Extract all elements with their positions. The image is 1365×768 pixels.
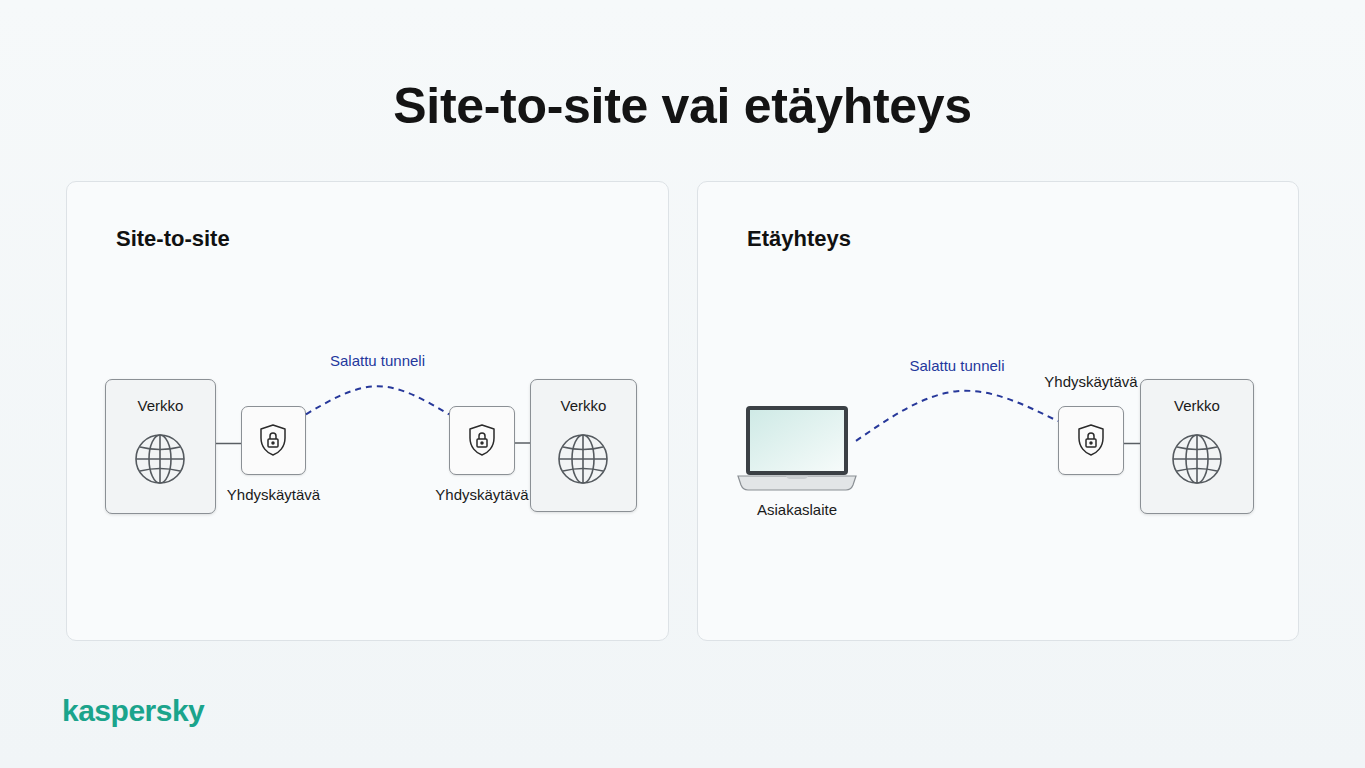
node-label: Verkko	[106, 397, 215, 415]
globe-latitude	[1177, 447, 1217, 450]
encrypted-tunnel	[856, 391, 1058, 441]
globe-outline	[1173, 435, 1221, 483]
shield-outline	[470, 425, 494, 455]
lock-keyhole	[481, 442, 483, 444]
globe-latitude	[1177, 468, 1217, 471]
globe-icon	[1170, 432, 1224, 486]
network-box: Verkko	[105, 379, 216, 514]
globe-latitude	[563, 447, 603, 450]
link-line	[216, 443, 241, 445]
laptop-base	[738, 476, 856, 490]
brand-logo: kaspersky	[62, 693, 204, 729]
globe-latitude	[140, 468, 180, 471]
shield-lock-icon	[1076, 423, 1106, 457]
lock-shackle	[479, 433, 485, 439]
laptop-icon	[738, 406, 856, 491]
gateway-box: Yhdyskäytävä	[241, 406, 306, 475]
node-label: Yhdyskäytävä	[1044, 373, 1137, 391]
tunnel-label: Salattu tunneli	[909, 357, 1004, 375]
node-label: Verkko	[531, 397, 636, 415]
globe-outline	[136, 435, 184, 483]
encrypted-tunnel	[306, 386, 449, 414]
laptop-notch	[786, 476, 808, 479]
shield-outline	[1079, 425, 1103, 455]
globe-latitude	[140, 447, 180, 450]
lock-keyhole	[1090, 442, 1092, 444]
tunnel-label: Salattu tunneli	[330, 352, 425, 370]
node-label: Yhdyskäytävä	[435, 486, 528, 504]
client-laptop: Asiakaslaite	[738, 406, 856, 491]
node-label: Verkko	[1141, 397, 1253, 415]
lock-body	[268, 439, 278, 447]
node-label: Yhdyskäytävä	[227, 486, 320, 504]
network-box: Verkko	[1140, 379, 1254, 514]
link-line	[515, 442, 530, 444]
lock-shackle	[1088, 433, 1094, 439]
gateway-box: Yhdyskäytävä	[1058, 406, 1124, 475]
laptop-screen	[750, 410, 844, 471]
globe-equator	[559, 458, 607, 460]
comparison-panel: AsiakaslaiteYhdyskäytäväVerkkoEtäyhteys	[697, 181, 1299, 641]
globe-icon	[133, 432, 187, 486]
panel-heading: Site-to-site	[116, 226, 230, 252]
globe-outline	[559, 435, 607, 483]
node-label: Asiakaslaite	[757, 501, 837, 519]
lock-body	[477, 439, 487, 447]
globe-equator	[1173, 458, 1221, 460]
shield-outline	[261, 425, 285, 455]
network-box: Verkko	[530, 379, 637, 512]
globe-latitude	[563, 468, 603, 471]
diagram-title: Site-to-site vai etäyhteys	[0, 76, 1365, 136]
laptop-bezel	[746, 406, 848, 475]
globe-equator	[136, 458, 184, 460]
panel-heading: Etäyhteys	[747, 226, 851, 252]
gateway-box: Yhdyskäytävä	[449, 406, 515, 475]
lock-body	[1086, 439, 1096, 447]
shield-lock-icon	[258, 423, 288, 457]
link-line	[1124, 443, 1140, 445]
comparison-panel: VerkkoYhdyskäytäväYhdyskäytäväVerkkoSite…	[66, 181, 669, 641]
globe-icon	[556, 432, 610, 486]
lock-shackle	[270, 433, 276, 439]
lock-keyhole	[272, 442, 274, 444]
shield-lock-icon	[467, 423, 497, 457]
